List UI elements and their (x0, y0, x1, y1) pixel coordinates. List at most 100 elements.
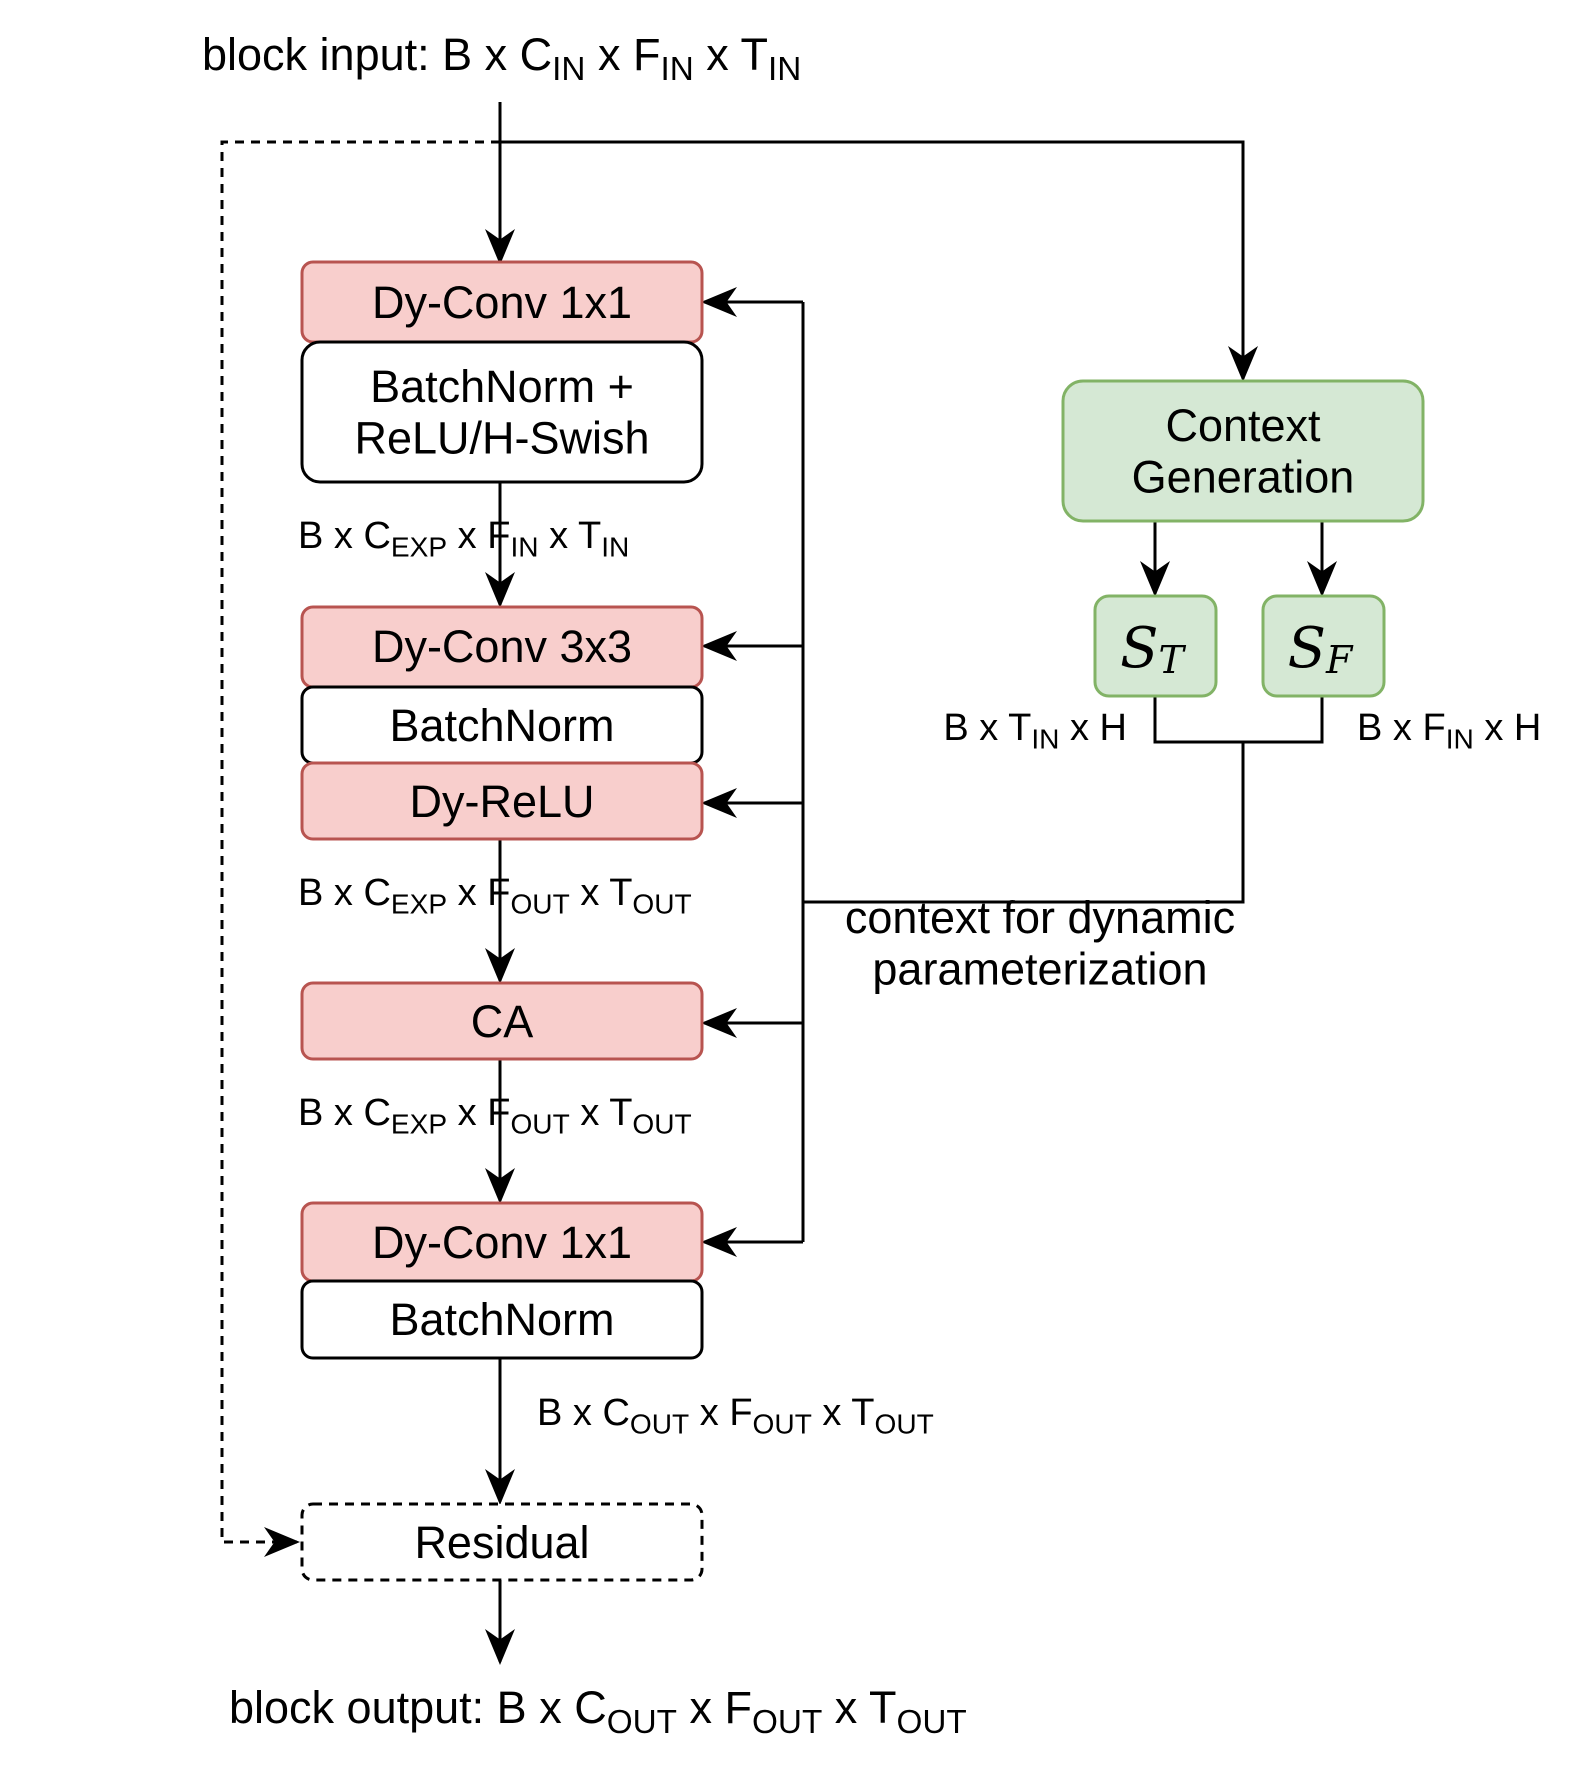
shape-label-after-dyrelu: B x CEXP x FOUT x TOUT (298, 872, 692, 919)
subscript: OUT (607, 1704, 677, 1741)
block-input-label: block input: B x CIN x FIN x TIN (202, 29, 801, 88)
text-run: x F (447, 872, 510, 914)
text-run: B x C (537, 1392, 630, 1434)
text-run: x F (677, 1682, 752, 1733)
dyrelu-box (300, 761, 704, 841)
dyconv1-node: Dy-Conv 1x1 (300, 260, 704, 344)
residual-node: Residual (300, 1502, 704, 1582)
ca-label: CA (471, 996, 534, 1047)
subscript: OUT (632, 888, 691, 919)
subscript: OUT (896, 1704, 966, 1741)
subscript: OUT (632, 1108, 691, 1139)
shape-label-after-bn-act: B x CEXP x FIN x TIN (298, 515, 629, 562)
text-run: block output: B x C (229, 1682, 607, 1733)
text-line: BatchNorm + (370, 361, 634, 412)
subscript: IN (1031, 723, 1059, 754)
text-line: ReLU/H-Swish (354, 412, 649, 463)
ca-node: CA (300, 981, 704, 1061)
sf-node: SF (1261, 594, 1386, 698)
text-run: B x C (298, 515, 391, 557)
text-run: x F (585, 29, 660, 80)
subscript: OUT (752, 1704, 822, 1741)
text-line: BatchNorm (389, 700, 614, 751)
text-line: Dy-Conv 3x3 (372, 621, 632, 672)
dyrelu-label: Dy-ReLU (409, 776, 594, 827)
dyconv3-node: Dy-Conv 3x3 (300, 605, 704, 689)
subscript: OUT (630, 1408, 689, 1439)
bn-act-box (300, 340, 704, 484)
subscript: OUT (753, 1408, 812, 1439)
text-run: x T (570, 1092, 633, 1134)
text-line: CA (471, 996, 534, 1047)
bn3-node: BatchNorm (300, 1279, 704, 1360)
bn2-node: BatchNorm (300, 685, 704, 765)
subscript: EXP (391, 531, 447, 562)
text-run: x F (689, 1392, 752, 1434)
text-run: x T (539, 515, 602, 557)
subscript: IN (552, 51, 585, 88)
text-run: B x T (943, 707, 1031, 749)
text-run: B x C (298, 872, 391, 914)
context-generation-box (1061, 379, 1425, 523)
dyconv3-label: Dy-Conv 3x3 (372, 621, 632, 672)
subscript: IN (601, 531, 629, 562)
edge-residual-skip (220, 140, 500, 1557)
math-subscript: F (1325, 638, 1354, 682)
subscript: EXP (391, 1108, 447, 1139)
subscript: OUT (510, 888, 569, 919)
text-line: Context (1165, 400, 1321, 451)
text-run: x T (694, 29, 768, 80)
shape-label-st: B x TIN x H (943, 707, 1127, 754)
bn-act-node: BatchNorm +ReLU/H-Swish (300, 340, 704, 484)
st-node: ST (1093, 594, 1218, 698)
math-symbol: S (1120, 616, 1158, 681)
subscript: IN (1446, 723, 1474, 754)
subscript: OUT (510, 1108, 569, 1139)
edge-input-to-context (500, 140, 1258, 382)
dyconv1b-node: Dy-Conv 1x1 (300, 1201, 704, 1283)
text-run: x F (447, 515, 510, 557)
bn2-label: BatchNorm (389, 700, 614, 751)
edge-st-sf-merge (1153, 697, 1324, 744)
math-symbol: S (1288, 616, 1326, 681)
text-line: Residual (414, 1517, 589, 1568)
edge-context-bus (803, 742, 1245, 904)
math-subscript: T (1159, 638, 1187, 682)
block-output-label: block output: B x COUT x FOUT x TOUT (229, 1682, 967, 1741)
sf-label: SF (1288, 616, 1354, 683)
text-run: x F (447, 1092, 510, 1134)
st-box (1093, 594, 1218, 698)
text-run: x H (1474, 707, 1542, 749)
shape-label-sf: B x FIN x H (1357, 707, 1541, 754)
shape-label-after-bn3: B x COUT x FOUT x TOUT (537, 1392, 934, 1439)
text-run: x T (812, 1392, 875, 1434)
dyrelu-node: Dy-ReLU (300, 761, 704, 841)
text-line: Generation (1132, 451, 1355, 502)
text-run: B x C (298, 1092, 391, 1134)
st-label: ST (1120, 616, 1186, 683)
text-run: x T (822, 1682, 896, 1733)
subscript: IN (660, 51, 693, 88)
bn3-box (300, 1279, 704, 1360)
subscript: EXP (391, 888, 447, 919)
text-run: B x F (1357, 707, 1446, 749)
text-line: context for dynamic (845, 892, 1235, 943)
text-run: x H (1059, 707, 1127, 749)
subscript: IN (768, 51, 801, 88)
text-run: block input: B x C (202, 29, 552, 80)
subscript: OUT (875, 1408, 934, 1439)
text-line: Dy-Conv 1x1 (372, 1217, 632, 1268)
text-line: parameterization (872, 943, 1207, 994)
bn-act-label: BatchNorm +ReLU/H-Swish (354, 361, 649, 463)
dyconv1b-label: Dy-Conv 1x1 (372, 1217, 632, 1268)
residual-label: Residual (414, 1517, 589, 1568)
dyconv1-label: Dy-Conv 1x1 (372, 277, 632, 328)
bn3-label: BatchNorm (389, 1294, 614, 1345)
ca-box (300, 981, 704, 1061)
residual-box (300, 1502, 704, 1582)
text-run: x T (570, 872, 633, 914)
